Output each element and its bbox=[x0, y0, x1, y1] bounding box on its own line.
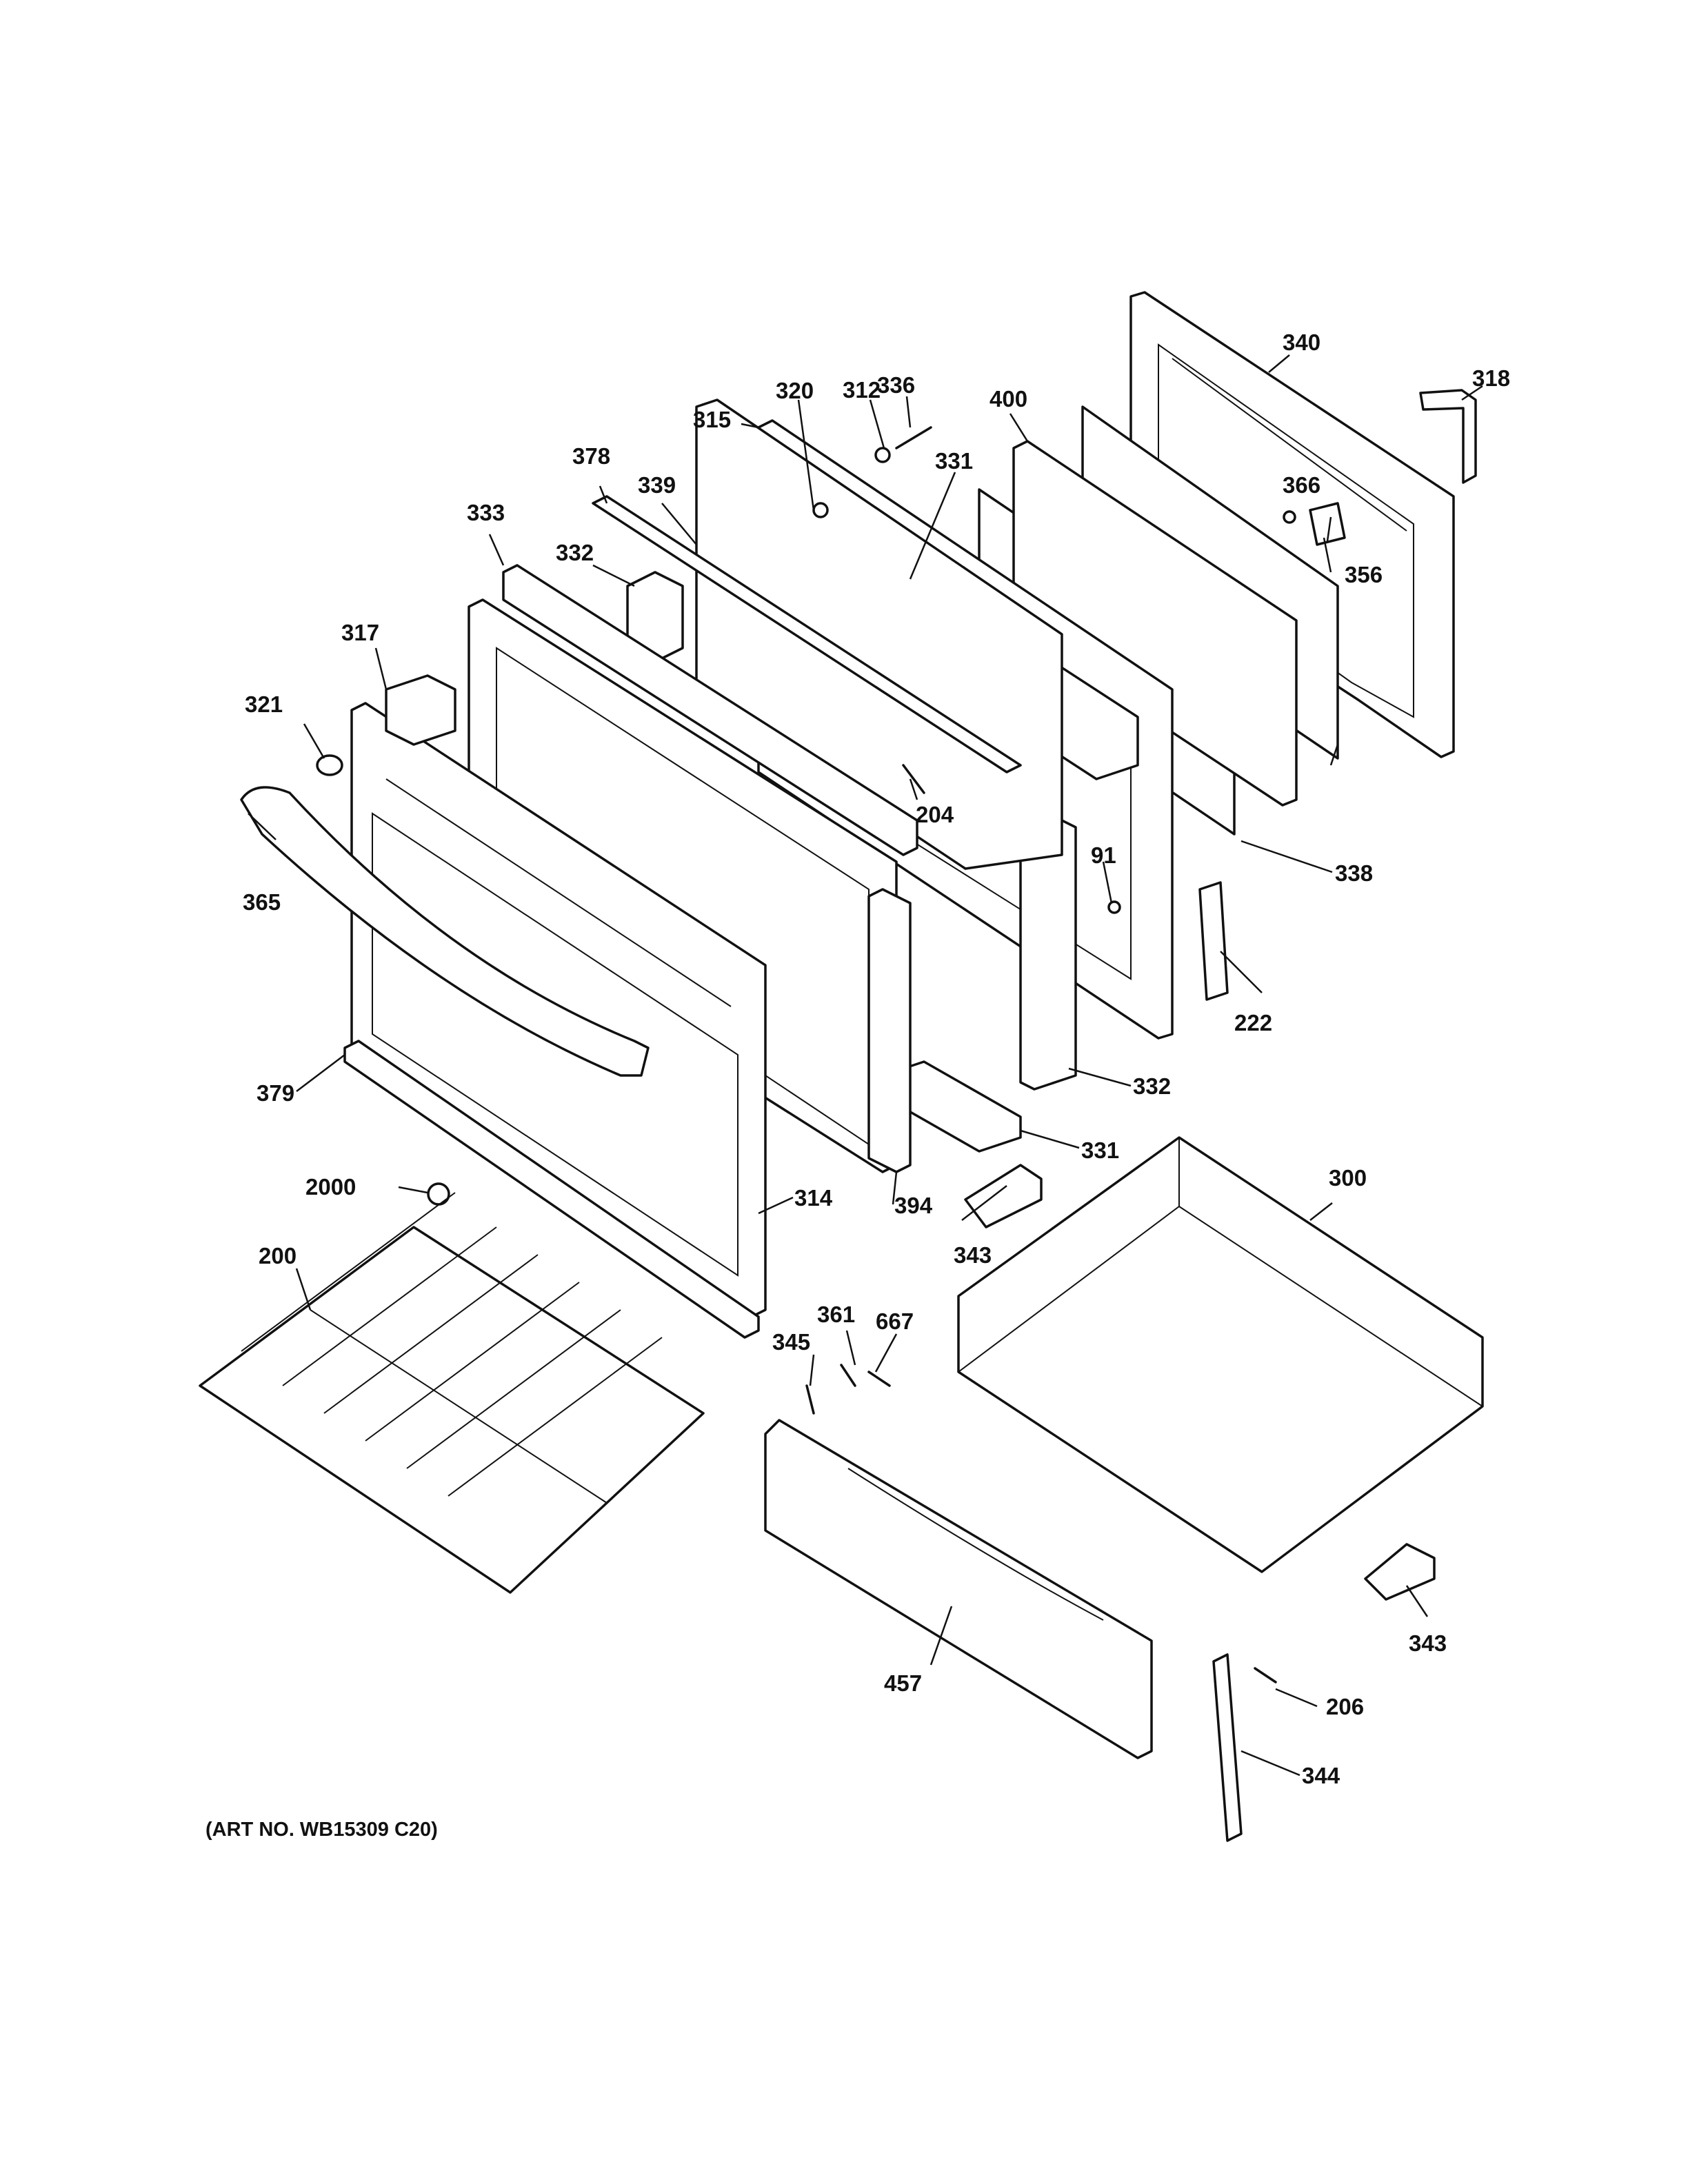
part-300-drawer-box bbox=[957, 1136, 1484, 1573]
callout-339: 339 bbox=[638, 472, 676, 498]
callout-200: 200 bbox=[259, 1243, 297, 1268]
callout-344: 344 bbox=[1302, 1763, 1340, 1788]
callout-312: 312 bbox=[843, 377, 881, 403]
callout-222: 222 bbox=[1234, 1010, 1272, 1035]
part-321-bumper bbox=[316, 754, 343, 776]
part-206-screw bbox=[1254, 1667, 1277, 1684]
part-378-trim bbox=[592, 495, 1022, 774]
part-365-door-handle bbox=[240, 786, 650, 1077]
callout-206: 206 bbox=[1326, 1694, 1364, 1719]
part-200-oven-rack bbox=[199, 1192, 705, 1594]
part-343-slide-right bbox=[1364, 1543, 1436, 1601]
callout-378: 378 bbox=[572, 443, 610, 469]
part-2000-grommet bbox=[427, 1182, 450, 1206]
leader-lines bbox=[248, 354, 1483, 1777]
callout-365: 365 bbox=[243, 889, 281, 915]
part-hardware-345-361-667 bbox=[805, 1364, 891, 1415]
callout-332-top: 332 bbox=[556, 540, 594, 565]
callout-317: 317 bbox=[341, 620, 379, 645]
part-344-slide-rail bbox=[1212, 1653, 1243, 1842]
callout-2000: 2000 bbox=[305, 1174, 356, 1200]
callout-333: 333 bbox=[467, 500, 505, 525]
callout-315: 315 bbox=[693, 407, 731, 432]
callout-379: 379 bbox=[257, 1080, 294, 1106]
callout-394: 394 bbox=[894, 1193, 933, 1218]
callout-331-top: 331 bbox=[935, 448, 973, 474]
callout-343-right: 343 bbox=[1409, 1630, 1447, 1656]
part-91-screw bbox=[1107, 900, 1121, 914]
callout-91: 91 bbox=[1091, 842, 1116, 868]
part-hardware-366-356 bbox=[1283, 502, 1346, 546]
part-379-bottom-trim bbox=[343, 1040, 760, 1339]
part-343-slide-left bbox=[964, 1164, 1043, 1228]
callout-457: 457 bbox=[884, 1670, 922, 1696]
art-number-caption: (ART NO. WB15309 C20) bbox=[205, 1819, 438, 1841]
callout-204: 204 bbox=[916, 802, 954, 827]
part-457-drawer-front bbox=[764, 1419, 1153, 1759]
callout-400: 400 bbox=[989, 386, 1027, 412]
callout-332-bottom: 332 bbox=[1133, 1073, 1171, 1099]
callout-318: 318 bbox=[1472, 365, 1510, 391]
callout-356: 356 bbox=[1345, 562, 1383, 587]
part-204-screw bbox=[902, 764, 925, 794]
callout-667: 667 bbox=[876, 1308, 914, 1334]
part-394-side-trim bbox=[867, 888, 912, 1173]
callout-345: 345 bbox=[772, 1329, 810, 1355]
callout-314: 314 bbox=[794, 1185, 833, 1211]
callout-300: 300 bbox=[1329, 1165, 1367, 1191]
callout-340: 340 bbox=[1283, 330, 1320, 355]
callout-336: 336 bbox=[877, 372, 915, 398]
callout-343-left: 343 bbox=[954, 1242, 992, 1268]
callout-366: 366 bbox=[1283, 472, 1320, 498]
callout-331-bottom: 331 bbox=[1081, 1138, 1119, 1163]
callout-321: 321 bbox=[245, 691, 283, 717]
callout-320: 320 bbox=[776, 378, 814, 403]
part-318-gasket bbox=[1419, 389, 1477, 484]
part-317-vent-bracket bbox=[385, 674, 456, 746]
callout-361: 361 bbox=[817, 1302, 855, 1327]
callout-338: 338 bbox=[1335, 860, 1373, 886]
part-222-hinge bbox=[1198, 881, 1229, 1001]
